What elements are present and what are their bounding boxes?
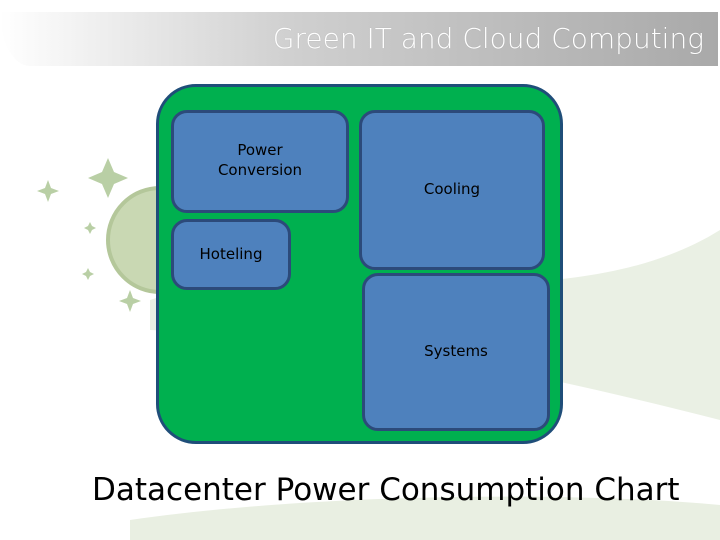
diagram-caption: Datacenter Power Consumption Chart bbox=[92, 472, 680, 508]
cooling-block: Cooling bbox=[359, 110, 545, 270]
systems-label: Systems bbox=[424, 342, 488, 361]
slide-title: Green IT and Cloud Computing bbox=[272, 22, 704, 55]
hoteling-label: Hoteling bbox=[199, 244, 263, 263]
power-conversion-block: Power Conversion bbox=[171, 110, 349, 213]
hoteling-block: Hoteling bbox=[171, 219, 291, 290]
power-conversion-label: Power Conversion bbox=[217, 141, 303, 179]
systems-block: Systems bbox=[362, 273, 550, 431]
title-bar: Green IT and Cloud Computing bbox=[0, 12, 718, 66]
cooling-label: Cooling bbox=[423, 180, 481, 199]
